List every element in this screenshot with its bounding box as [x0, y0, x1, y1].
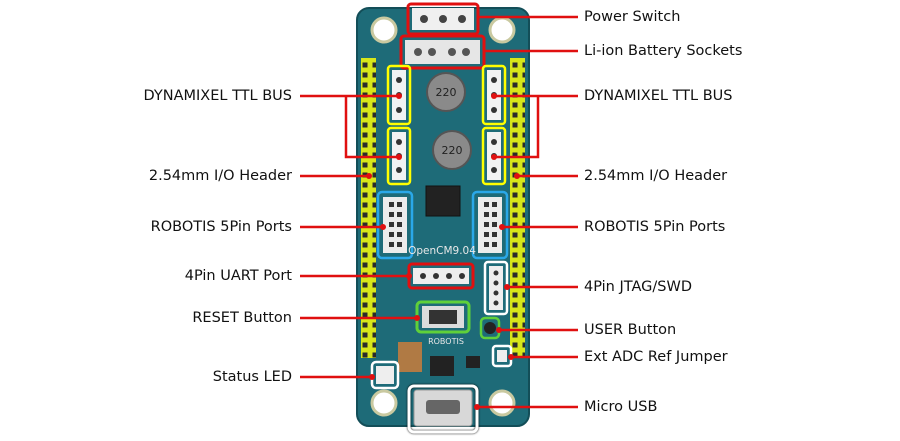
mount-hole-top-left: [370, 16, 398, 44]
label-jtag: 4Pin JTAG/SWD: [584, 279, 692, 295]
robotis-pin: [484, 202, 489, 207]
io-header-right: [510, 58, 525, 358]
robotis-pin: [484, 212, 489, 217]
mount-hole-bottom-right: [488, 389, 516, 417]
capacitor-bottom: [432, 130, 472, 170]
robotis-pin: [389, 212, 394, 217]
capacitor-top: [426, 72, 466, 112]
label-usb: Micro USB: [584, 399, 658, 415]
regulator-chip: [425, 185, 461, 217]
robotis-pin: [484, 242, 489, 247]
robotis-pin: [484, 232, 489, 237]
label-robotis-right: ROBOTIS 5Pin Ports: [584, 219, 726, 235]
robotis-pin: [389, 222, 394, 227]
capacitor-top-label: 220: [436, 86, 457, 99]
label-battery-sockets: Li-ion Battery Sockets: [584, 43, 743, 59]
robotis-pin: [492, 232, 497, 237]
robotis-pin: [397, 222, 402, 227]
robotis-pin: [492, 222, 497, 227]
callout-lines: [300, 15, 578, 409]
robotis-pin: [397, 242, 402, 247]
robotis-pin: [389, 232, 394, 237]
robotis-left-box: [376, 190, 414, 260]
io-header-left: [361, 58, 376, 358]
label-led: Status LED: [212, 369, 292, 385]
robotis-pin: [492, 242, 497, 247]
label-user: USER Button: [584, 322, 677, 338]
robotis-pin: [492, 202, 497, 207]
robotis-pin: [389, 242, 394, 247]
robotis-port-pins: [389, 202, 497, 247]
robotis-pin: [397, 202, 402, 207]
board-brand-text: ROBOTIS: [428, 337, 464, 346]
label-io-header-right: 2.54mm I/O Header: [584, 168, 728, 184]
robotis-pin: [484, 222, 489, 227]
label-power-switch: Power Switch: [584, 9, 681, 25]
robotis-pin: [389, 202, 394, 207]
robotis-pin: [492, 212, 497, 217]
label-dxl-bus-left: DYNAMIXEL TTL BUS: [143, 88, 292, 104]
callout-dxl-left-bracket: [344, 96, 399, 159]
robotis-pin: [397, 212, 402, 217]
label-dxl-bus-right: DYNAMIXEL TTL BUS: [584, 88, 733, 104]
label-uart: 4Pin UART Port: [184, 268, 292, 284]
capacitor-bottom-label: 220: [442, 144, 463, 157]
board-model-text: OpenCM9.04: [408, 245, 476, 257]
label-io-header-left: 2.54mm I/O Header: [148, 168, 292, 184]
label-robotis-left: ROBOTIS 5Pin Ports: [150, 219, 292, 235]
mount-hole-top-right: [488, 16, 516, 44]
callout-dots: [366, 93, 520, 410]
robotis-pin: [397, 232, 402, 237]
callout-dxl-right-bracket: [494, 96, 540, 159]
label-reset: RESET Button: [192, 310, 292, 326]
label-adc: Ext ADC Ref Jumper: [584, 349, 728, 365]
mount-hole-bottom-left: [370, 389, 398, 417]
robotis-right-box: [471, 190, 509, 260]
power-switch-box: [406, 2, 480, 36]
